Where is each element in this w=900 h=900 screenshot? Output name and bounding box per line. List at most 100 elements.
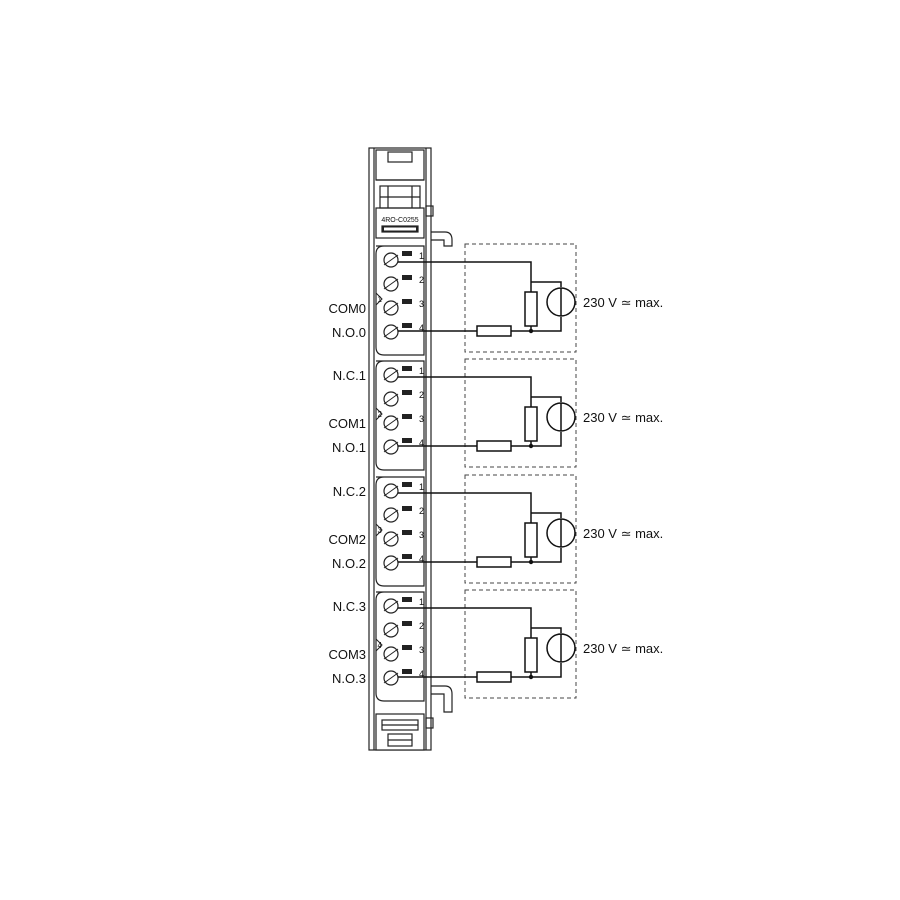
status-led-icon [402,414,412,419]
clamp-slot-icon [383,648,399,660]
terminal-label: N.O.0 [332,325,366,340]
clamp-slot-icon [383,302,399,314]
load-box [464,474,577,584]
load-resistor-icon [524,406,538,442]
voltage-label: 230 V ≃ max. [583,295,663,310]
status-led-icon [402,482,412,487]
series-resistor-icon [476,671,512,683]
clamp-slot-icon [383,600,399,612]
pin-number: 1 [419,482,424,492]
load-box [464,358,577,468]
clamp-slot-icon [383,369,399,381]
terminal-label: N.C.2 [333,484,366,499]
status-led-icon [402,530,412,535]
wire-return [511,317,562,332]
clamp-slot-icon [383,326,399,338]
wire-source [531,512,562,518]
status-led-icon [402,506,412,511]
section-marker [375,523,383,537]
junction-dot [528,328,534,334]
pin-number: 3 [419,414,424,424]
pin-number: 2 [419,390,424,400]
pin-number: 2 [419,275,424,285]
pin-number: 3 [419,645,424,655]
pin-number: 1 [419,251,424,261]
pin-number: 1 [419,597,424,607]
terminal-label: COM0 [328,301,366,316]
status-led-icon [402,597,412,602]
junction-dot [528,443,534,449]
voltage-label: 230 V ≃ max. [583,641,663,656]
pin-number: 3 [419,299,424,309]
clamp-slot-icon [383,509,399,521]
clamp-slot-icon [383,557,399,569]
pin-number: 2 [419,506,424,516]
status-led-icon [402,645,412,650]
wire-source [531,627,562,633]
status-led-icon [402,669,412,674]
load-resistor-icon [524,522,538,558]
clamp-slot-icon [383,624,399,636]
status-led-icon [402,323,412,328]
pin-number: 4 [419,554,424,564]
load-resistor-icon [524,637,538,673]
module-model-label: 4RO-C0255 [381,217,418,224]
junction-dot [528,674,534,680]
status-led-icon [402,275,412,280]
pin-number: 3 [419,530,424,540]
series-resistor-icon [476,556,512,568]
clamp-slot-icon [383,441,399,453]
pin-number: 4 [419,323,424,333]
clamp-slot-icon [383,278,399,290]
status-led-icon [402,251,412,256]
wire-return [511,548,562,563]
terminal-label: N.O.3 [332,671,366,686]
pin-number: 1 [419,366,424,376]
clamp-slot-icon [383,393,399,405]
terminal-label: N.O.2 [332,556,366,571]
voltage-label: 230 V ≃ max. [583,526,663,541]
load-resistor-icon [524,291,538,327]
wire-return [511,663,562,678]
status-led-icon [402,390,412,395]
section-marker [375,292,383,306]
pin-number: 2 [419,621,424,631]
status-led-icon [402,438,412,443]
terminal-label: COM3 [328,647,366,662]
clamp-slot-icon [383,533,399,545]
pin-number: 4 [419,669,424,679]
section-number: 2 [378,410,383,419]
terminal-label: COM1 [328,416,366,431]
section-number: 1 [378,295,383,304]
clamp-slot-icon [383,485,399,497]
status-led-icon [402,554,412,559]
series-resistor-icon [476,325,512,337]
pin-number: 4 [419,438,424,448]
clamp-slot-icon [383,672,399,684]
status-led-icon [402,621,412,626]
terminal-label: COM2 [328,532,366,547]
wire-source [531,396,562,402]
clamp-slot-icon [383,254,399,266]
terminal-label: N.C.3 [333,599,366,614]
section-marker [375,638,383,652]
terminal-label: N.O.1 [332,440,366,455]
wire-return [511,432,562,447]
section-number: 3 [378,526,383,535]
load-box [464,589,577,699]
series-resistor-icon [476,440,512,452]
terminal-label: N.C.1 [333,368,366,383]
section-number: 4 [378,641,383,650]
junction-dot [528,559,534,565]
section-marker [375,407,383,421]
wire-source [531,281,562,287]
relay-group-1: 1 1 2 3 COM0 4 N.O.0 230 V ≃ max. [328,243,663,356]
status-led-icon [402,366,412,371]
clamp-slot-icon [383,417,399,429]
